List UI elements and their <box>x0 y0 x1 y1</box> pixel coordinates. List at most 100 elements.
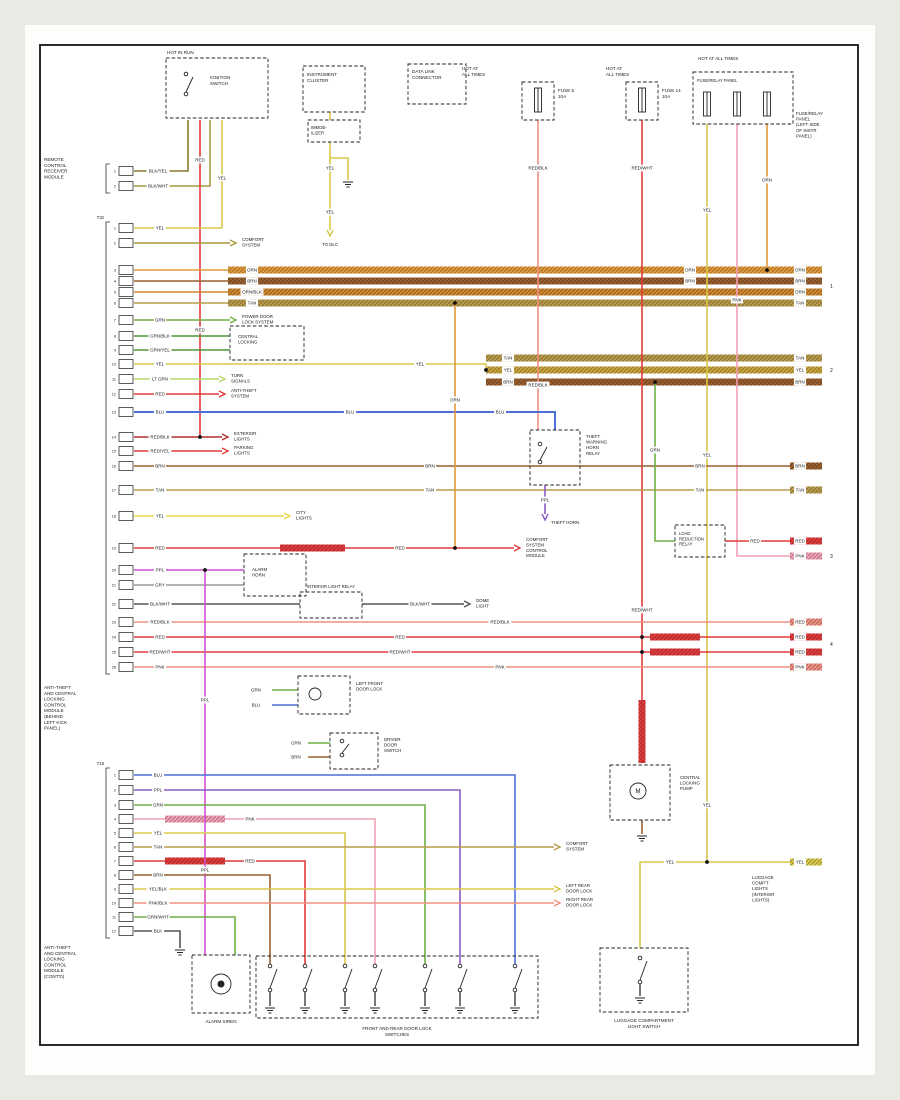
pin-number: 25 <box>112 651 116 655</box>
wire-label-bg <box>693 462 707 470</box>
wire <box>134 774 516 964</box>
text-block-line: ANTI-THEFT <box>44 685 71 690</box>
wire-label: YEL <box>416 362 425 367</box>
bus-hatch <box>280 544 345 552</box>
text-block-line: REMOTE <box>44 157 64 162</box>
wire-label: PNK <box>495 665 504 670</box>
wire-label: PNK <box>795 554 804 559</box>
wire-label: RED/WHT <box>632 608 653 613</box>
switch-blade <box>341 743 350 754</box>
text-block-line: FUSE 14 <box>662 88 681 93</box>
pin-number: 21 <box>112 584 116 588</box>
wire-label-bg <box>793 462 807 470</box>
connector-bracket <box>105 163 110 194</box>
wire-label-bg <box>153 581 167 589</box>
pin-number: 12 <box>112 930 116 934</box>
wire-label: YEL <box>703 208 712 213</box>
wire-label: BRN <box>247 279 257 284</box>
pin-number: 11 <box>112 916 116 920</box>
pin-number: 20 <box>112 569 116 573</box>
system-arrow <box>541 513 549 522</box>
wire-label-bg <box>148 618 172 626</box>
arrow-caption: LIGHTS <box>296 515 312 520</box>
wire-label: BRN <box>695 464 705 469</box>
pin-number: 5 <box>114 832 116 836</box>
wire-label-bg <box>793 277 807 285</box>
system-arrow <box>326 229 334 238</box>
wire-label: RED <box>395 635 405 640</box>
arrow-caption: SYSTEM <box>231 393 249 398</box>
switch-blade <box>269 968 278 989</box>
text-block-line: (INTERIOR <box>752 892 774 897</box>
text-block-line: (BEHIND <box>44 714 64 719</box>
immobilizer-box <box>307 119 361 143</box>
wire-label-bg <box>153 512 167 520</box>
wire-label: RED/YEL <box>150 449 170 454</box>
wire-label: RED <box>155 546 165 551</box>
bus-hatch <box>228 277 822 285</box>
text-block-line: HOT AT ALL TIMES <box>698 56 738 61</box>
wire-label: RED <box>195 158 205 163</box>
text-block-line: LUGGAGE <box>752 875 774 880</box>
wire-label-bg <box>488 618 512 626</box>
wire-label-bg <box>146 167 170 175</box>
wire-label: PNK <box>245 817 254 822</box>
component-circle-core <box>217 980 225 988</box>
wire-label: RED/BLK <box>528 383 547 388</box>
data-link-connector-box <box>407 63 467 105</box>
junction-dot <box>765 268 769 272</box>
text-block-line: PANEL) <box>44 726 61 731</box>
wire-label-bg <box>289 753 303 761</box>
connector-pin <box>118 926 134 936</box>
wire-label-bg <box>323 208 337 216</box>
wire-label-bg <box>793 858 807 866</box>
wire-label-bg <box>538 496 552 504</box>
wire-label-bg <box>146 885 170 893</box>
text-block-line: LUGGAGE COMPARTMENT <box>614 1018 674 1023</box>
wire-label: TAN <box>154 845 163 850</box>
text-block-line: ALL TIMES <box>606 72 629 77</box>
wire-label-bg <box>793 663 807 671</box>
wire-label: YEL <box>218 176 227 181</box>
arrow-caption: MODULE <box>526 553 545 558</box>
connector-pin <box>118 265 134 275</box>
connector-pin <box>118 446 134 456</box>
wire-label-bg <box>793 552 807 560</box>
wire-label-bg <box>793 633 807 641</box>
wire-label: ORN <box>450 398 460 403</box>
wire-label: RED/BLK <box>490 620 509 625</box>
wire-label: TAN <box>796 301 805 306</box>
luggage-light-switch-box <box>599 947 689 1013</box>
text-block-line: HORN <box>586 445 599 450</box>
arrow-caption: ANTI-THEFT <box>231 388 257 393</box>
pin-number: 11 <box>112 378 116 382</box>
switch-blade <box>185 76 194 93</box>
wire-label: GRY <box>155 583 165 588</box>
wire <box>654 382 675 542</box>
wire-label-bg <box>153 663 167 671</box>
wire-label: BLU <box>346 410 355 415</box>
wire-label-bg <box>198 866 212 874</box>
alarm-siren-box <box>191 954 251 1014</box>
section-tick: 4 <box>830 642 833 648</box>
wire-label: RED <box>195 328 205 333</box>
switch-contact <box>372 987 378 993</box>
connector-pin <box>118 315 134 325</box>
wire-label-bg <box>343 408 357 416</box>
connector-pin <box>118 632 134 642</box>
pin-number: 26 <box>112 666 116 670</box>
switch-contact <box>457 987 463 993</box>
wire <box>134 411 556 430</box>
arrow-caption: PARKING <box>234 445 254 450</box>
connector-pin <box>118 389 134 399</box>
text-block-line: DOOR LOCK <box>356 687 382 692</box>
pin-number: 7 <box>114 860 116 864</box>
wire-label: GRN/WHT <box>147 915 169 920</box>
junction-dot <box>705 860 709 864</box>
wire-label: RED <box>750 539 760 544</box>
pin-number: 6 <box>114 302 116 306</box>
switch-blade <box>514 968 523 989</box>
arrow-caption: SYSTEM <box>566 846 584 851</box>
wire-label: BLU <box>154 773 163 778</box>
text-block-line: COMP'T <box>752 881 769 886</box>
